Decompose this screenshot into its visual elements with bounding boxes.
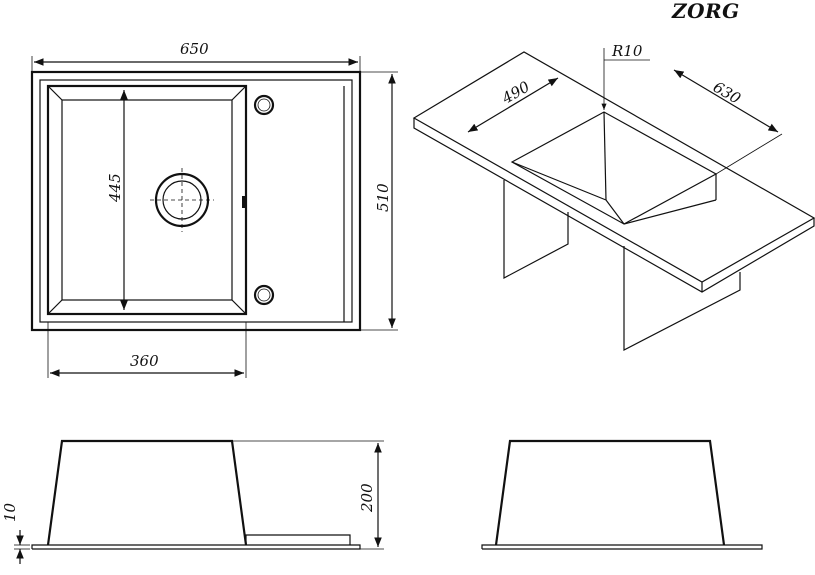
side-rim-right — [481, 544, 763, 550]
dim-rim-thickness: 10 — [1, 502, 19, 522]
side-rim-left — [31, 544, 361, 550]
dim-bowl-depth: 445 — [106, 173, 124, 203]
bowl-inner — [61, 99, 233, 301]
side-view-right — [481, 439, 763, 550]
dim-overall-width: 650 — [180, 40, 209, 58]
brand-logo: ZORG — [671, 0, 740, 23]
dim-bowl-height: 200 — [358, 483, 376, 513]
iso-bowl-opening — [510, 111, 718, 225]
sink-rim — [39, 79, 353, 323]
side-drainboard — [245, 534, 351, 545]
side-bowl-right — [494, 439, 726, 546]
dim-line-490 — [467, 77, 559, 133]
top-view: 650 510 445 360 — [30, 40, 398, 378]
dim-total-span: 630 — [710, 78, 744, 108]
bowl-outer — [46, 84, 248, 316]
side-view-left: 10 200 — [1, 439, 384, 564]
drain — [150, 168, 214, 232]
iso-top-surface — [412, 51, 815, 283]
iso-slab-edge — [413, 118, 815, 293]
iso-leg-left — [503, 180, 569, 279]
dim-corner-radius: R10 — [611, 42, 643, 60]
dim-overall-depth: 510 — [374, 183, 392, 212]
dim-bowl-width: 360 — [130, 352, 159, 370]
isometric-view: R10 490 630 — [412, 42, 815, 351]
sink-outline — [30, 70, 362, 332]
tap-hole-top — [253, 94, 275, 116]
dim-line-630 — [673, 69, 779, 133]
iso-leg-right — [623, 246, 741, 351]
tap-hole-bottom — [253, 284, 275, 306]
side-bowl-left — [46, 439, 248, 546]
